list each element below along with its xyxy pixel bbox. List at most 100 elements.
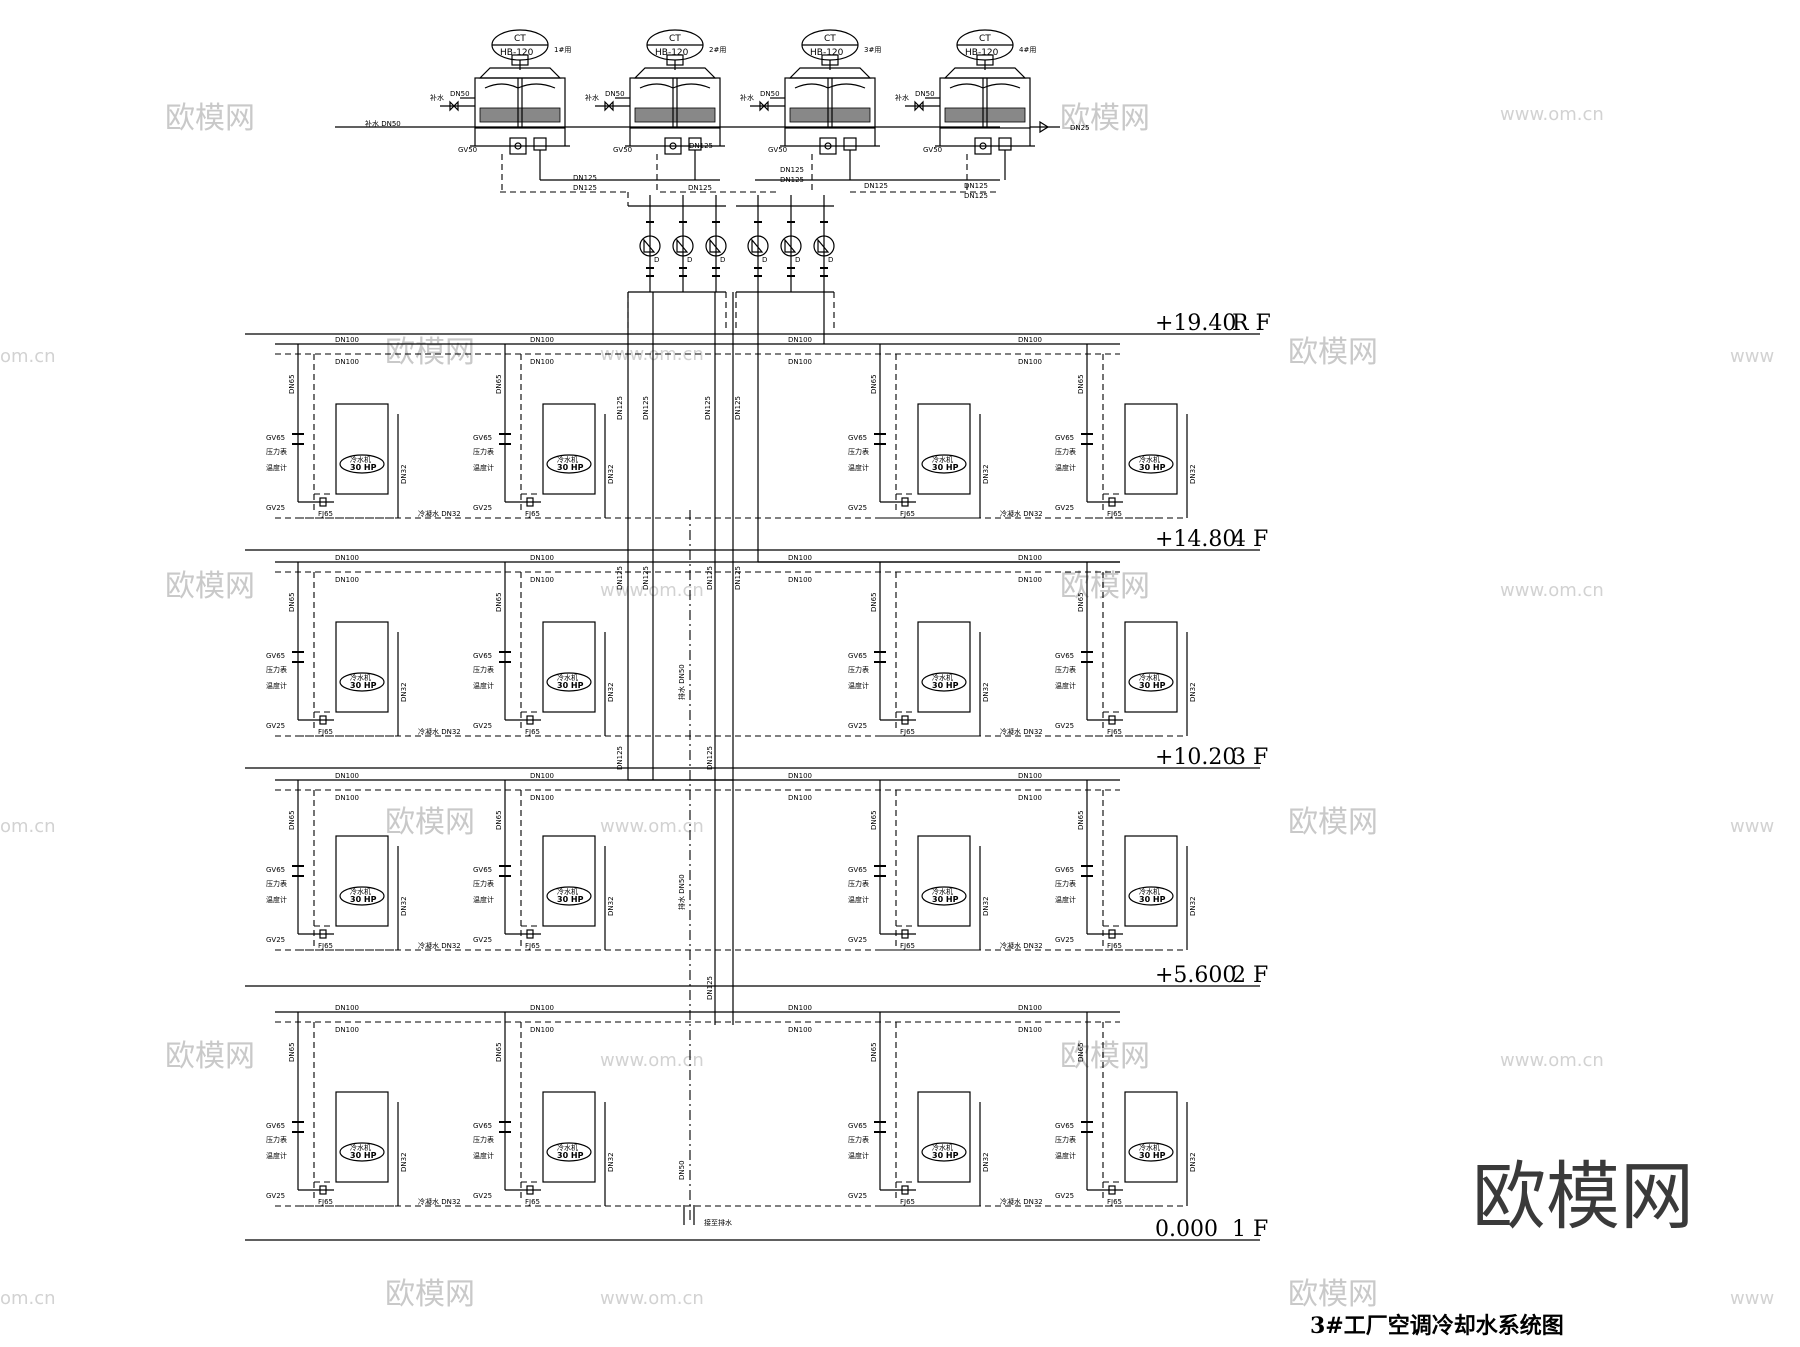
valve-label: GV25 — [473, 504, 492, 512]
makeup-valve-icon — [604, 100, 614, 112]
joint-icon — [319, 715, 327, 725]
header-size-label: DN100 — [788, 1004, 812, 1012]
tower-valve-box — [998, 137, 1012, 151]
branch-size-label: DN65 — [495, 810, 503, 830]
header-size-label: DN100 — [335, 1026, 359, 1034]
joint-label: FJ65 — [900, 942, 915, 950]
watermark-text: 欧模网 — [1288, 805, 1378, 840]
watermark-url-partial: om.cn — [0, 816, 56, 837]
joint-label: FJ65 — [525, 1198, 540, 1206]
drain-note: 冷凝水 DN32 — [1000, 1197, 1043, 1206]
joint-label: FJ65 — [900, 1198, 915, 1206]
unit-name: 冷水机 — [1139, 673, 1160, 682]
floor-label-rf: +19.40 R F — [1155, 311, 1271, 336]
header-size-label: DN100 — [530, 554, 554, 562]
tower-valve-box — [843, 137, 857, 151]
unit-rating: 30 HP — [932, 681, 959, 690]
floor-piping-block: DN100DN100DN100DN100DN100DN100DN100DN100… — [266, 336, 1197, 519]
gauge-label: 压力表 — [473, 1135, 494, 1144]
joint-label: FJ65 — [318, 942, 333, 950]
branch-size-label: DN65 — [495, 374, 503, 394]
floor-name: 1 F — [1232, 1217, 1268, 1242]
tower-fill-media — [634, 107, 716, 123]
header-size-label: DN100 — [335, 1004, 359, 1012]
joint-label: FJ65 — [900, 728, 915, 736]
unit-rating: 30 HP — [350, 463, 377, 472]
gauge-label: 压力表 — [1055, 665, 1076, 674]
joint-icon — [526, 1185, 534, 1195]
watermark-text: 欧模网 — [1060, 1039, 1150, 1074]
gauge-label: 压力表 — [266, 665, 287, 674]
drain-note: 冷凝水 DN32 — [1000, 941, 1043, 950]
thermo-label: 温度计 — [266, 895, 287, 904]
header-label: DN125 — [573, 184, 597, 192]
tower-note: 1#用 — [554, 46, 571, 54]
riser-drain-note: 排水 DN50 — [677, 874, 686, 910]
joint-label: FJ65 — [1107, 510, 1122, 518]
header-size-label: DN100 — [1018, 358, 1042, 366]
header-size-label: DN100 — [788, 772, 812, 780]
joint-icon — [1108, 715, 1116, 725]
tower-tag: CT — [514, 34, 526, 44]
header-size-label: DN100 — [530, 358, 554, 366]
tower-note: 3#用 — [864, 46, 881, 54]
unit-name: 冷水机 — [932, 673, 953, 682]
header-size-label: DN100 — [788, 554, 812, 562]
tower-model: HB-120 — [655, 48, 689, 58]
tower-fan-blade — [949, 83, 1021, 89]
riser-size-label: DN125 — [734, 396, 742, 420]
joint-icon — [319, 497, 327, 507]
riser-size-label: DN125 — [706, 976, 714, 1000]
chiller-unit — [917, 403, 971, 495]
unit-name: 冷水机 — [932, 455, 953, 464]
valve-label: GV25 — [1055, 1192, 1074, 1200]
bottom-drain-note: 接至排水 — [704, 1218, 732, 1227]
branch-size-label: DN65 — [495, 592, 503, 612]
valve-label: GV25 — [1055, 936, 1074, 944]
floor-name: 3 F — [1232, 745, 1268, 770]
unit-rating: 30 HP — [932, 463, 959, 472]
unit-rating: 30 HP — [1139, 681, 1166, 690]
unit-nameplate — [1128, 1142, 1174, 1162]
thermo-label: 温度计 — [473, 463, 494, 472]
unit-rating: 30 HP — [557, 895, 584, 904]
watermark-url-partial: www — [1730, 1288, 1774, 1309]
unit-name: 冷水机 — [1139, 455, 1160, 464]
joint-label: FJ65 — [900, 510, 915, 518]
joint-icon — [526, 929, 534, 939]
header-size-label: DN100 — [530, 794, 554, 802]
branch-size-label: DN65 — [288, 810, 296, 830]
pump-icon — [813, 235, 835, 257]
drain-size-label: DN32 — [982, 464, 990, 484]
header-size-label: DN100 — [335, 554, 359, 562]
header-size-label: DN100 — [1018, 336, 1042, 344]
valve-label: GV25 — [473, 936, 492, 944]
makeup-size-label: DN50 — [605, 90, 625, 98]
drain-size-label: DN32 — [607, 682, 615, 702]
unit-nameplate — [921, 886, 967, 906]
header-size-label: DN100 — [530, 1004, 554, 1012]
makeup-valve-icon — [449, 100, 459, 112]
tower-outlet-label: DN125 — [689, 142, 713, 150]
tower-fan-housing — [821, 54, 839, 66]
valve-label: GV65 — [266, 652, 285, 660]
riser-size-label: DN125 — [616, 566, 624, 590]
tower-body — [474, 77, 566, 129]
joint-icon — [319, 1185, 327, 1195]
drain-note: 冷凝水 DN32 — [1000, 509, 1043, 518]
chiller-unit — [1124, 403, 1178, 495]
tower-valve-box — [533, 137, 547, 151]
tower-fill-media — [944, 107, 1026, 123]
valve-label: GV25 — [266, 936, 285, 944]
unit-rating: 30 HP — [350, 1151, 377, 1160]
pump-icon — [780, 235, 802, 257]
unit-name: 冷水机 — [350, 455, 371, 464]
floor-elevation: +19.40 — [1155, 311, 1236, 336]
